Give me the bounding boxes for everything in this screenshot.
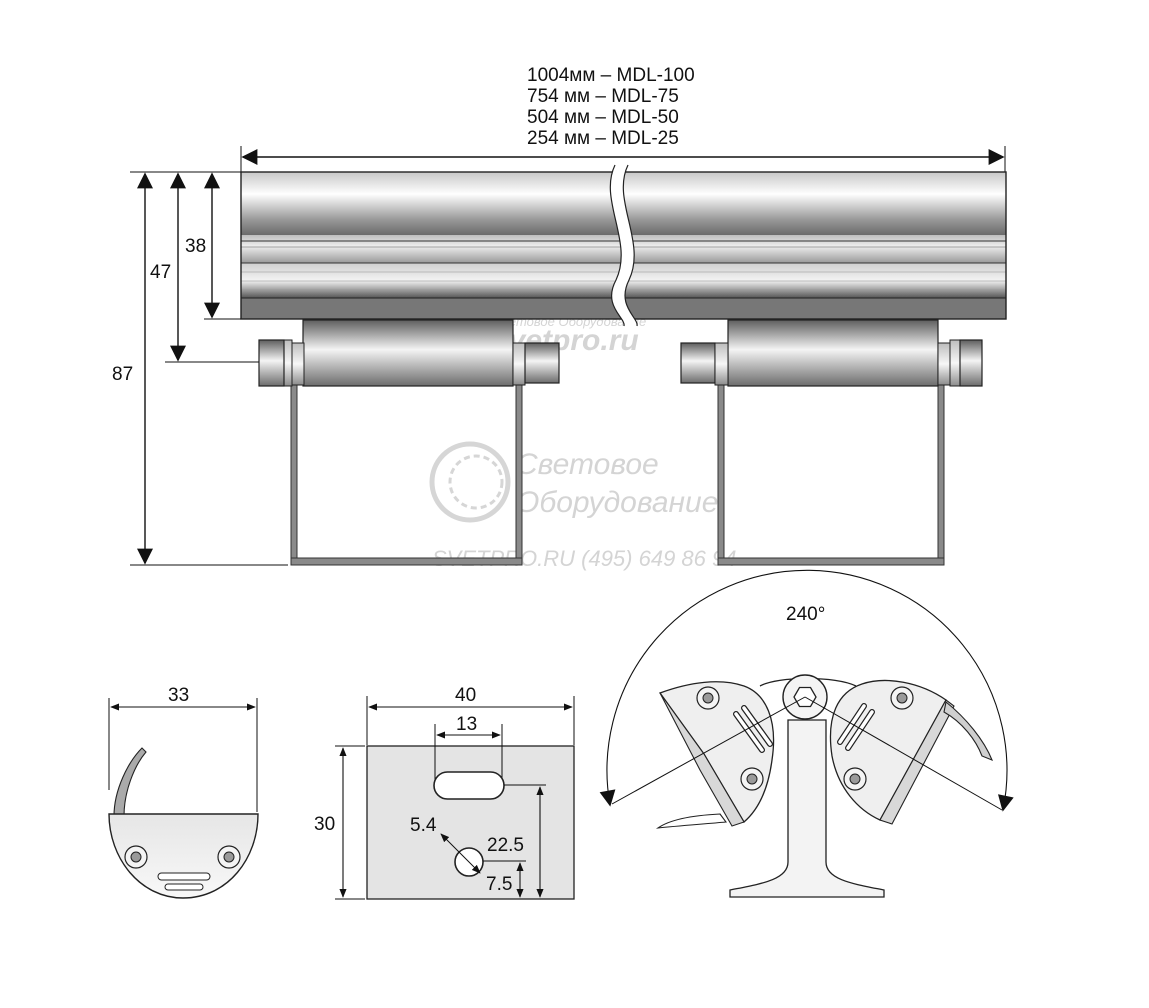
watermark-line1: Световое [516,448,659,481]
dim-bracket-width: 33 [168,685,189,706]
dim-plate-height: 30 [314,814,335,835]
dim-plate-width: 40 [455,685,476,706]
mounting-slot [433,771,505,800]
dim-slot-length: 13 [456,714,477,735]
dim-profile-with-bracket: 47 [150,262,171,283]
dim-total-height: 87 [112,364,133,385]
mounting-bracket-left [258,319,560,566]
dim-hole-offset: 7.5 [486,874,512,895]
length-dimension [240,146,1006,172]
mounting-bracket-right [680,319,983,566]
rotation-view: 240° [599,569,1014,898]
watermark-line2: Оборудование [516,486,718,519]
length-row-2: 754 мм – MDL-75 [527,86,679,107]
dim-rotation-angle: 240° [786,604,825,625]
profile-break [610,165,638,326]
watermark-logo-icon [429,441,511,523]
length-row-1: 1004мм – MDL-100 [527,65,695,86]
led-profile-body [240,164,1007,327]
height-dimensions: 38 47 87 [112,171,288,566]
dim-profile-height: 38 [185,236,206,257]
length-row-4: 254 мм – MDL-25 [527,128,679,149]
dim-slot-offset: 22.5 [487,835,524,856]
side-view: 33 [108,685,259,899]
length-row-3: 504 мм – MDL-50 [527,107,679,128]
dim-hole-diameter: 5.4 [410,815,437,836]
length-table: 1004мм – MDL-100 754 мм – MDL-75 504 мм … [527,65,695,149]
mounting-plate: 40 13 30 22.5 7.5 5.4 [314,685,575,900]
